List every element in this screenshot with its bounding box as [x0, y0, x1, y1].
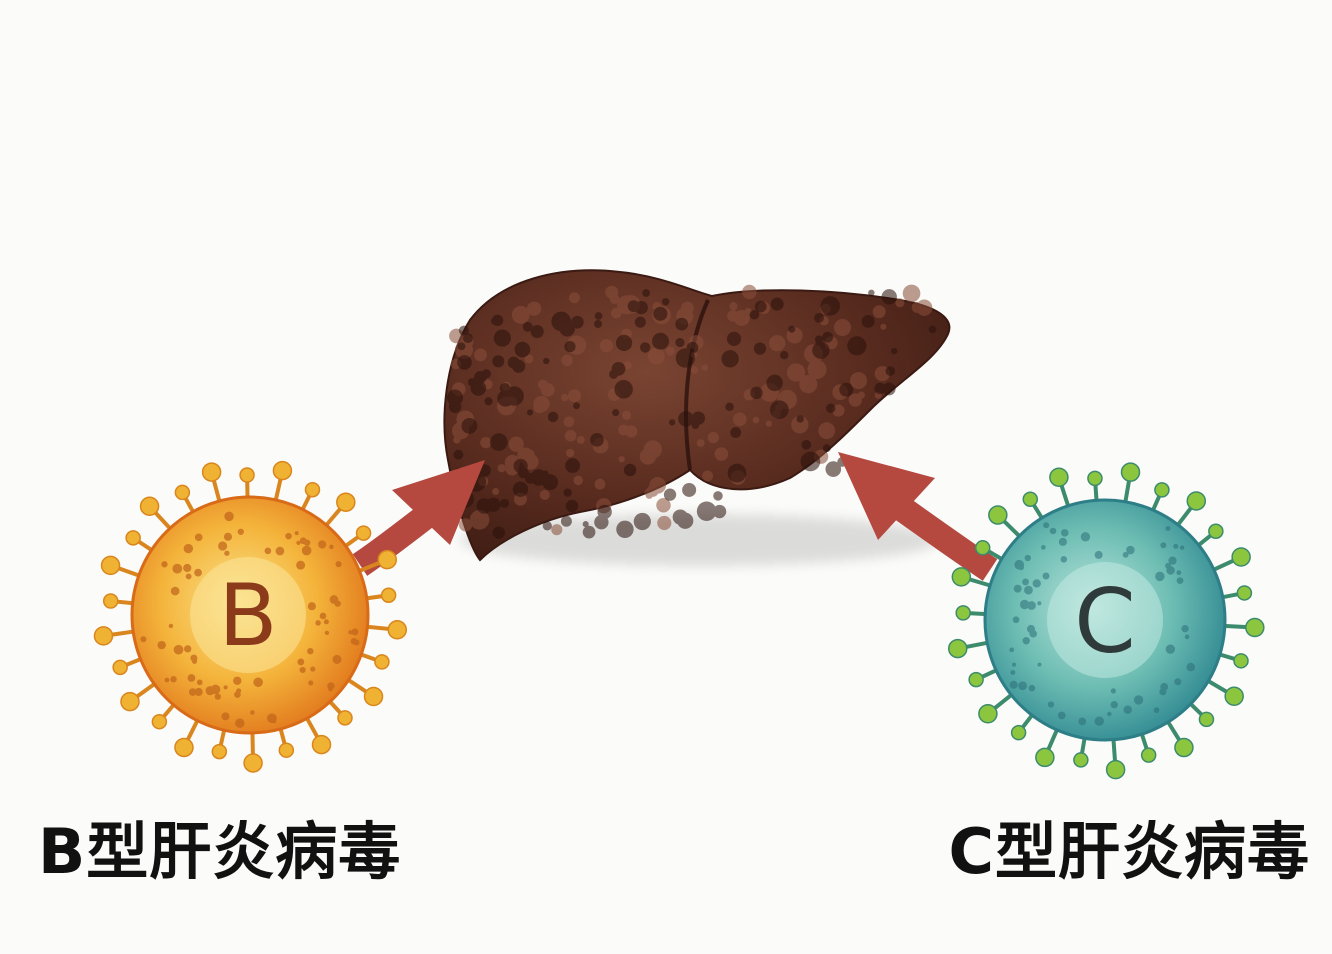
virus-b-letter: B: [219, 566, 278, 666]
virus-c-caption: C型肝炎病毒: [948, 815, 1310, 888]
arrow-b-to-liver: [352, 460, 485, 576]
liver-shadow: [460, 514, 940, 566]
virus-b-icon: B: [93, 460, 408, 773]
virus-c-letter: C: [1074, 570, 1135, 673]
virus-c-icon: C: [947, 462, 1265, 780]
virus-b-caption: B型肝炎病毒: [38, 815, 402, 888]
arrow-c-to-liver: [838, 452, 998, 581]
liver-icon: [443, 269, 951, 562]
